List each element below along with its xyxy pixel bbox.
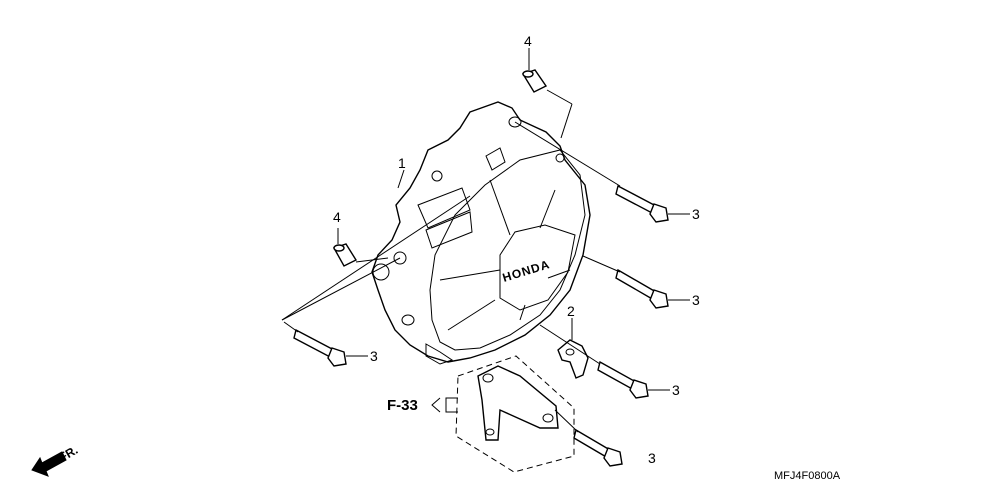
bolt-lower-right (597, 360, 649, 399)
generator-cover: HONDA (371, 101, 591, 365)
bolt-left (293, 328, 347, 367)
front-direction-arrow-icon (31, 451, 67, 477)
callout-bolt-left: 3 (370, 348, 378, 364)
callout-bolt-bottom: 3 (648, 450, 656, 466)
callout-dowel-left: 4 (333, 209, 341, 225)
diagram-code: MFJ4F0800A (774, 470, 841, 482)
callout-dowel-top: 4 (524, 33, 532, 49)
small-bracket (557, 339, 589, 379)
bolt-bottom (573, 428, 623, 467)
lower-bracket-reference (431, 355, 575, 473)
bolt-middle-right (615, 268, 669, 309)
dowel-pin-left (332, 243, 358, 267)
callout-cover: 1 (398, 155, 406, 171)
dowel-pin-top (521, 69, 548, 93)
callout-bracket: 2 (567, 303, 575, 319)
callout-bolt-upper-right: 3 (692, 206, 700, 222)
callout-bolt-lower-right: 3 (672, 382, 680, 398)
callout-bolt-middle-right: 3 (692, 292, 700, 308)
leader-lines (281, 48, 690, 433)
bolt-upper-right (615, 184, 669, 223)
reference-label: F-33 (387, 397, 418, 414)
